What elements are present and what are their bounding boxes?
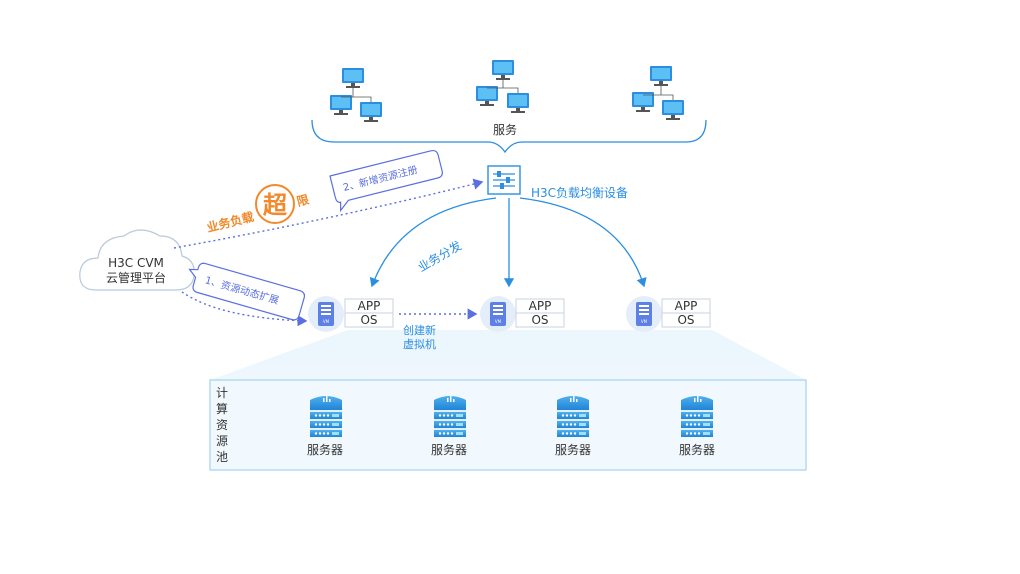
overload-prefix: 业务负载 [205,209,255,235]
pool-title-char-3: 资 [216,418,228,432]
vm-3-app: APP [675,299,698,313]
load-balancer-label: H3C负载均衡设备 [531,186,628,200]
overload-suffix: 限 [295,191,310,208]
cvm-label-line2: 云管理平台 [106,270,166,285]
user-group-2-icon [476,60,529,113]
server-4-icon [681,396,713,437]
users-label: 服务 [493,122,517,137]
vm-3: APP OS [626,296,711,332]
vm-1-os: OS [360,313,377,327]
users-bracket [311,119,707,154]
expand-dotted-line [181,291,308,327]
server-3-icon [557,396,589,437]
pool-title: 计 算 资 源 池 [216,386,228,464]
dispatch-arrow-left [369,197,497,288]
vm-3-os-cell [661,312,711,328]
compute-pool-box [209,379,807,471]
vm-2-os: OS [531,313,548,327]
pool-title-char-5: 池 [216,450,228,464]
vm-2-app: APP [529,299,552,313]
register-callout: 2、新增资源注册 [329,149,443,213]
vm-1: APP OS [308,296,394,332]
create-vm-line1: 创建新 [403,323,436,337]
overload-circle [255,184,295,224]
pool-title-char-4: 源 [216,434,228,448]
pool-beam [210,330,806,380]
server-2-icon [434,396,466,437]
expand-callout: 1、资源动态扩展 [188,262,306,321]
user-group-1-icon [330,68,382,122]
server-1-icon [310,396,342,437]
dispatch-arrow-right [519,197,647,288]
vm-1-os-cell [344,312,394,328]
server-3-label: 服务器 [555,442,591,457]
vm-1-app: APP [358,299,381,313]
create-vm-line2: 虚拟机 [403,337,436,351]
load-balancer-icon [487,165,521,195]
server-4-label: 服务器 [679,442,715,457]
dispatch-label: 业务分发 [415,238,464,275]
vm-2-os-cell [515,312,565,328]
vm-2: APP OS [480,296,565,332]
pool-title-char-2: 算 [216,401,228,416]
server-1-label: 服务器 [307,442,343,457]
overload-circle-char: 超 [263,191,288,219]
user-group-3-icon [632,66,684,120]
server-2-label: 服务器 [431,442,467,457]
register-dotted-line [173,178,484,249]
cvm-label-line1: H3C CVM [108,256,164,270]
vm-3-os: OS [677,313,694,327]
pool-title-char-1: 计 [216,386,228,400]
